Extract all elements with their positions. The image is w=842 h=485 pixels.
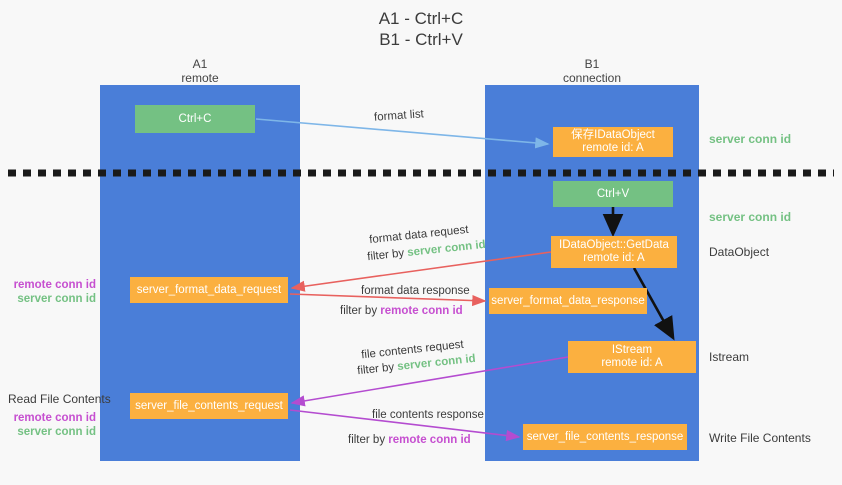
flow-label-file-contents-response-filter: filter by remote conn id	[348, 434, 471, 446]
note-server-conn-id-lower: server conn id	[17, 426, 96, 438]
box-ctrl-v[interactable]: Ctrl+V	[553, 181, 673, 207]
filter-prefix: filter by	[356, 361, 398, 378]
box-server-file-contents-request[interactable]: server_file_contents_request	[130, 393, 288, 419]
filter-key-remote-conn-id: remote conn id	[388, 434, 471, 446]
flow-label-format-data-response-filter: filter by remote conn id	[340, 305, 463, 317]
box-server-format-data-request[interactable]: server_format_data_request	[130, 277, 288, 303]
lane-header-b1: B1 connection	[562, 57, 622, 85]
box-server-file-contents-response[interactable]: server_file_contents_response	[523, 424, 687, 450]
note-istream: Istream	[709, 350, 750, 364]
flow-label-format-data-response: format data response	[361, 285, 470, 297]
box-server-format-data-response[interactable]: server_format_data_response	[489, 288, 647, 314]
note-left-lower-conn-ids: remote conn id server conn id	[8, 411, 96, 439]
box-idataobject-getdata[interactable]: IDataObject::GetData remote id: A	[551, 236, 677, 268]
note-read-file-contents: Read File Contents	[8, 392, 111, 406]
box-istream[interactable]: IStream remote id: A	[568, 341, 696, 373]
note-left-upper-conn-ids: remote conn id server conn id	[8, 278, 96, 306]
note-data-object: DataObject	[709, 245, 770, 259]
note-remote-conn-id-lower: remote conn id	[13, 412, 96, 424]
box-save-idataobject[interactable]: 保存IDataObject remote id: A	[553, 127, 673, 157]
lane-header-a1: A1 remote	[181, 57, 219, 85]
note-server-conn-id-upper: server conn id	[17, 293, 96, 305]
filter-prefix: filter by	[340, 305, 381, 317]
page-title: A1 - Ctrl+C B1 - Ctrl+V	[378, 9, 464, 49]
filter-prefix: filter by	[366, 247, 408, 264]
filter-key-server-conn-id: server conn id	[406, 238, 487, 259]
filter-key-remote-conn-id: remote conn id	[380, 305, 463, 317]
note-server-conn-id-top: server conn id	[709, 132, 792, 146]
flow-label-format-list: format list	[373, 108, 425, 124]
flow-label-file-contents-response: file contents response	[372, 409, 484, 421]
box-ctrl-c[interactable]: Ctrl+C	[135, 105, 255, 133]
note-server-conn-id-mid: server conn id	[709, 210, 792, 224]
note-write-file-contents: Write File Contents	[709, 431, 811, 445]
note-remote-conn-id-upper: remote conn id	[13, 279, 96, 291]
filter-prefix: filter by	[348, 434, 389, 446]
